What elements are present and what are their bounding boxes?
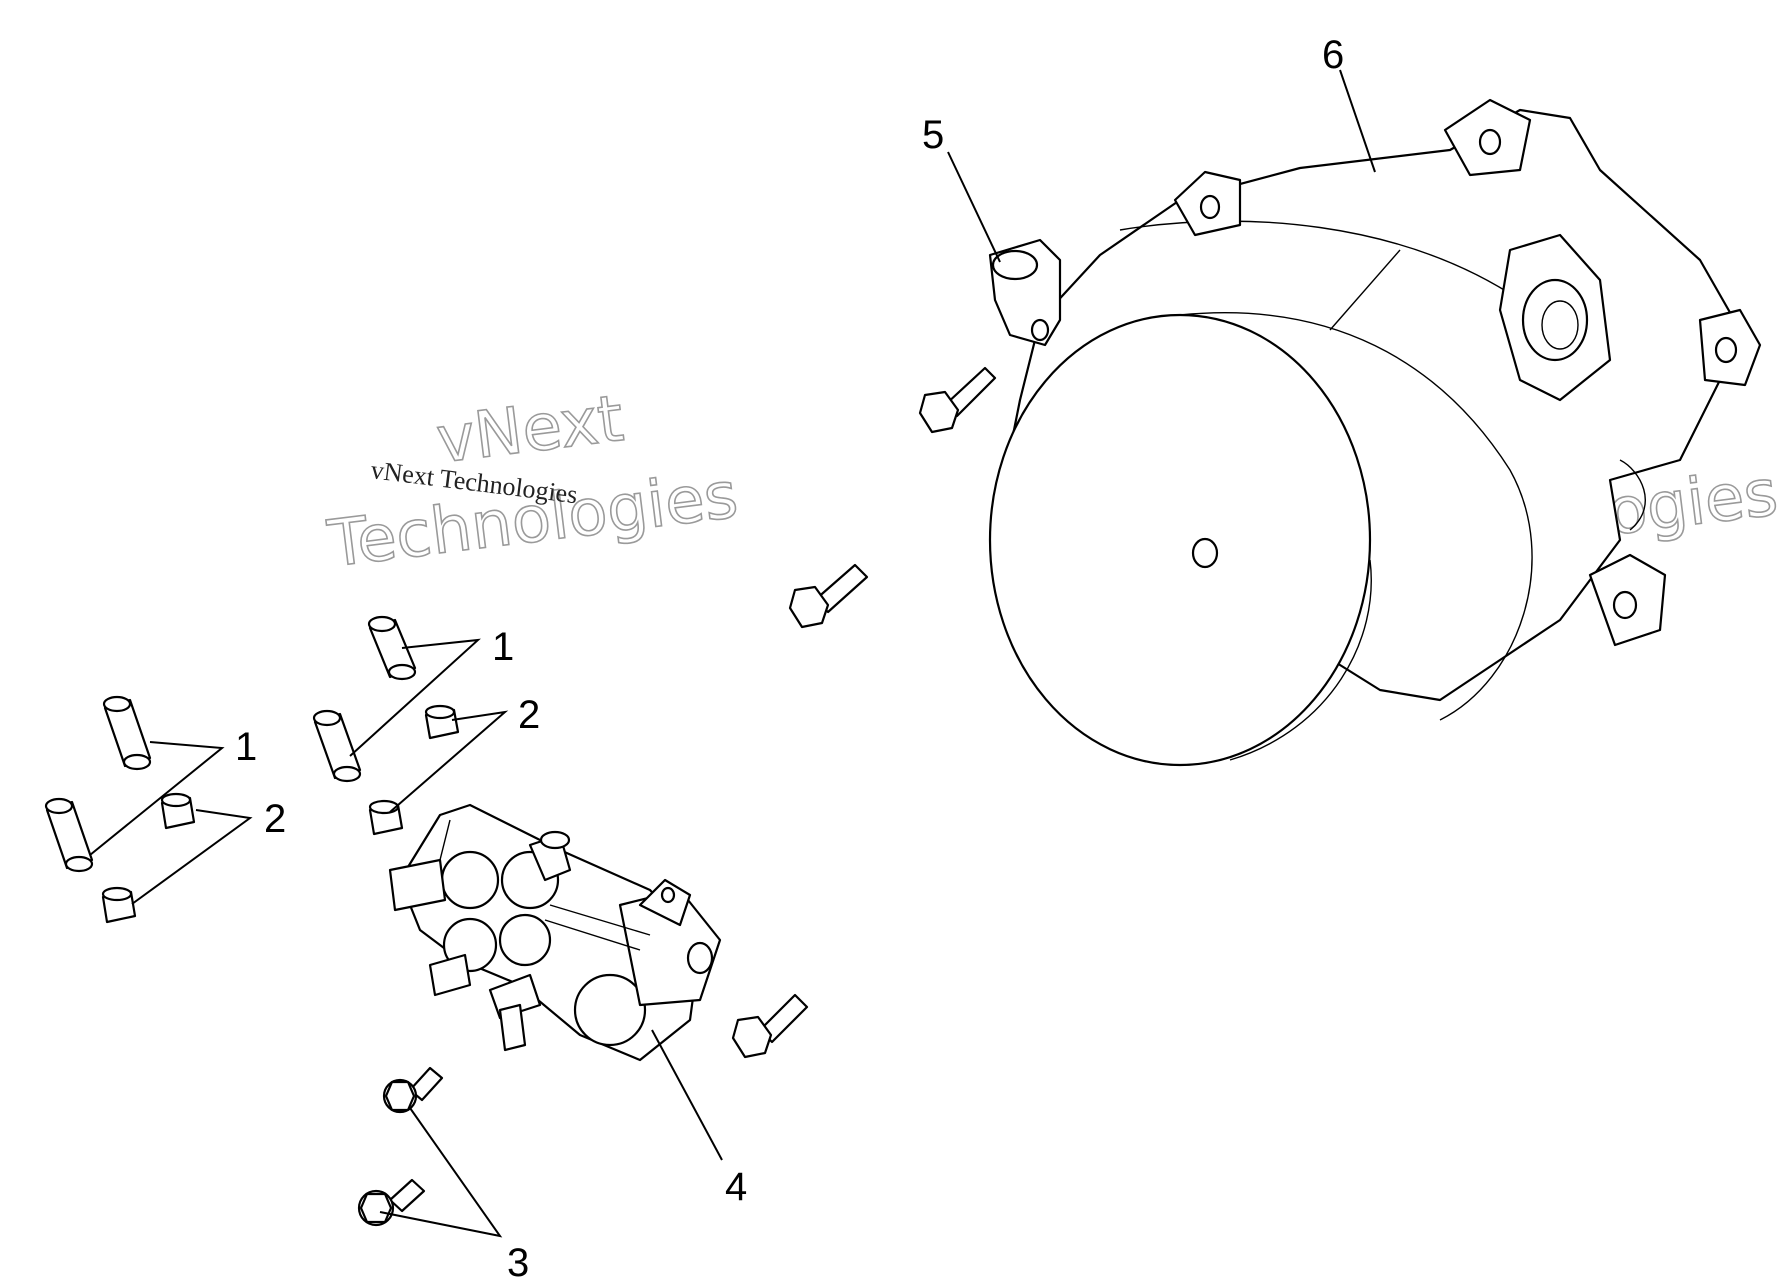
- part-2-bushing-lower-a: [160, 792, 196, 830]
- callout-3: 3: [507, 1241, 529, 1280]
- housing-ear-upper-left: [1173, 170, 1242, 237]
- callout-5: 5: [922, 113, 944, 157]
- leader-lines: [89, 69, 1376, 1238]
- bolt-middle: [788, 563, 869, 629]
- bolt-upper: [918, 366, 997, 434]
- part-2-bushing-lower-b: [101, 886, 137, 924]
- housing-ear-lower-right: [1588, 553, 1667, 647]
- callout-2-upper: 2: [518, 693, 540, 737]
- callout-2-lower: 2: [264, 797, 286, 841]
- callouts: 6 5 1 2 1 2 4 3: [235, 33, 1344, 1280]
- part-1-pin-lower-a: [102, 695, 152, 771]
- watermark-left-line1: vNext: [433, 382, 628, 478]
- callout-6: 6: [1322, 33, 1344, 77]
- part-2-bushing-upper-b: [368, 799, 404, 836]
- part-1-pin-upper-b: [312, 709, 362, 783]
- housing-ear-right: [1698, 308, 1762, 387]
- part-5-clamp: [988, 238, 1062, 347]
- housing-ear-top: [1443, 98, 1532, 177]
- part-1-pin-upper-a: [367, 615, 417, 681]
- bolt-3-lower: [357, 1178, 426, 1227]
- bolt-lower-right: [731, 993, 809, 1059]
- part-2-bushing-upper-a: [424, 704, 460, 740]
- callout-1-lower: 1: [235, 725, 257, 769]
- callout-4: 4: [725, 1165, 747, 1209]
- part-6-housing: [988, 98, 1762, 767]
- callout-1-upper: 1: [492, 625, 514, 669]
- part-1-pin-lower-b: [44, 797, 94, 873]
- bolt-3-upper: [382, 1066, 444, 1114]
- part-4-caliper: [388, 803, 722, 1062]
